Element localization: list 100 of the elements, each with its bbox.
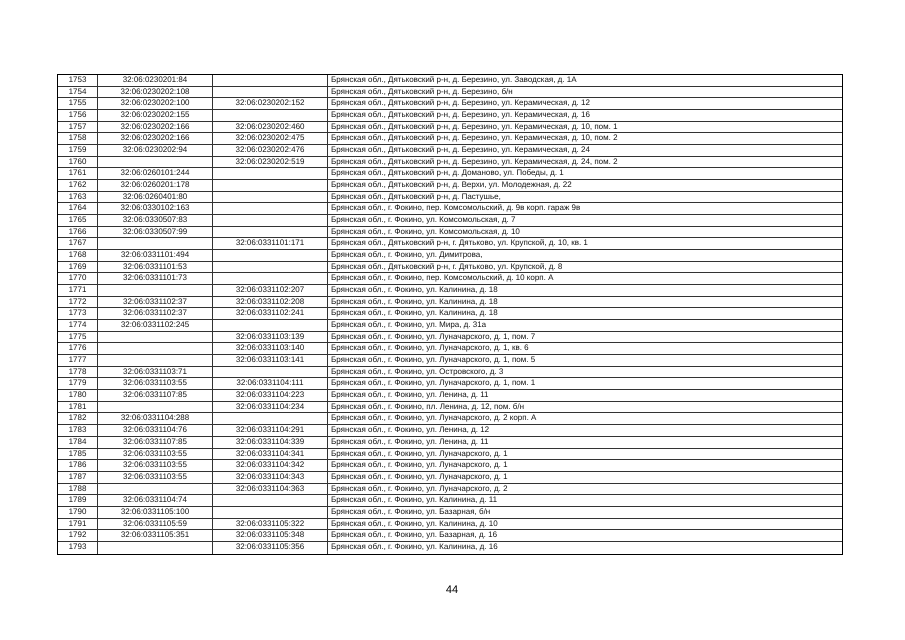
table-cell-text: Брянская обл., г. Фокино, ул. Калинина, д. 18 [330,285,499,296]
table-cell: 32:06:0331104:342 [213,460,328,471]
table-cell-text: Брянская обл., Дятьковский р-н, д. Березино, ул. Заводская, д. 1А [330,75,578,86]
table-cell: 32:06:0331103:141 [213,355,328,366]
table-cell-text: Брянская обл., Дятьковский р-н, д. Березино, ул. Керамическая, д. 10, пом. 2 [330,133,619,144]
table-cell: 32:06:0260401:80 [98,192,213,202]
table-cell-text: Брянская обл., Дятьковский р-н, д. Березино, б/н [330,86,514,98]
table-cell: 32:06:0230202:152 [213,98,328,110]
table-cell: 32:06:0331102:37 [98,296,213,308]
table-cell: 1784 [58,436,98,448]
table-cell: 32:06:0230201:84 [98,75,213,86]
table-cell-text: Брянская обл., г. Фокино, ул. Луначарского, д. 2 [330,484,509,494]
table-cell: 32:06:0230202:155 [98,110,213,121]
table-cell: 32:06:0260201:178 [98,180,213,191]
table-cell-text: Брянская обл., Дятьковский р-н, г. Дятьково, ул. Крупской, д. 8 [330,262,564,272]
table-cell: 1753 [58,75,98,86]
table-cell: 32:06:0330102:163 [98,203,213,214]
table-cell: 32:06:0230202:519 [213,156,328,168]
table-cell: 32:06:0331104:76 [98,425,213,436]
table-cell: 1783 [58,425,98,436]
table-cell: 32:06:0230202:475 [213,133,328,144]
table-cell: 1773 [58,308,98,320]
table-cell-text: Брянская обл., г. Фокино, ул. Калинина, д. 10 [330,518,499,530]
table-cell-text: Брянская обл., г. Фокино, ул. Базарная, б/н [330,506,492,518]
table-cell: 32:06:0331104:363 [213,484,328,494]
table-cell-text: Брянская обл., г. Фокино, ул. Ленина, д. 12 [330,425,490,436]
table-cell: 32:06:0331104:234 [213,402,328,412]
table-cell: 32:06:0331102:245 [98,320,213,331]
table-cell-text: Брянская обл., г. Фокино, ул. Луначарского, д. 1 [330,448,509,460]
table-cell-text: Брянская обл., г. Фокино, ул. Луначарского, д. 1, пом. 7 [330,332,536,342]
table-cell: 32:06:0331105:59 [98,518,213,530]
table-cell: 1771 [58,285,98,296]
table-cell: 32:06:0230202:100 [98,98,213,110]
table-cell: 1764 [58,203,98,214]
table-cell: 1758 [58,133,98,144]
table-cell: 1782 [58,413,98,424]
table-cell: 32:06:0331105:356 [213,542,328,554]
table-cell: 32:06:0331102:37 [98,308,213,320]
table-cell-text: Брянская обл., г. Фокино, ул. Луначарского, д. 1 [330,472,509,483]
table-cell: 32:06:0230202:94 [98,145,213,156]
table-cell: 32:06:0331104:223 [213,390,328,401]
table-cell-text: Брянская обл., Дятьковский р-н, д. Березино, ул. Керамическая, д. 24 [330,145,591,156]
table-cell: 1768 [58,250,98,261]
table-cell: 32:06:0331103:55 [98,378,213,390]
table-cell: 1776 [58,343,98,354]
table-cell: 32:06:0331105:351 [98,530,213,541]
table-cell: 32:06:0331107:85 [98,390,213,401]
table-cell: 32:06:0230202:166 [98,122,213,132]
table-cell: 32:06:0331104:339 [213,436,328,448]
table-cell-text: Брянская обл., г. Фокино, ул. Комсомольская, д. 10 [330,226,521,238]
table-cell: 32:06:0330507:83 [98,215,213,226]
table-cell: 32:06:0331103:139 [213,332,328,342]
table-cell: 32:06:0331104:74 [98,495,213,506]
table-cell-text: Брянская обл., Дятьковский р-н, д. Пастушье, [330,192,502,202]
table-cell: 32:06:0331103:55 [98,460,213,471]
table-cell-text: Брянская обл., г. Фокино, ул. Комсомольская, д. 7 [330,215,516,226]
table-cell: 32:06:0331103:55 [98,448,213,460]
table-cell-text: Брянская обл., г. Фокино, пер. Комсомольский, д. 10 корп. А [330,273,554,284]
table-cell: 1770 [58,273,98,284]
table-cell: 1757 [58,122,98,132]
table-cell-text: Брянская обл., г. Фокино, ул. Луначарского, д. 1, кв. 6 [330,343,530,354]
table-cell: 32:06:0230202:166 [98,133,213,144]
table-cell: 32:06:0331107:85 [98,436,213,448]
table-cell-text: Брянская обл., г. Фокино, ул. Луначарского, д. 2 корп. А [330,413,538,424]
table-cell-text: Брянская обл., г. Фокино, ул. Луначарского, д. 1, пом. 5 [330,355,536,366]
table-cell-text: Брянская обл., г. Фокино, ул. Калинина, д. 18 [330,296,499,308]
table-cell: 32:06:0331101:73 [98,273,213,284]
table-cell: 1754 [58,86,98,98]
table-cell: 1755 [58,98,98,110]
table-cell: 32:06:0331104:288 [98,413,213,424]
table-cell: 1769 [58,262,98,272]
table-cell: 32:06:0230202:460 [213,122,328,132]
table-cell: 32:06:0331101:171 [213,238,328,250]
table-cell-text: Брянская обл., Дятьковский р-н, д. Березино, ул. Керамическая, д. 10, пом. 1 [330,122,619,132]
table-cell: 32:06:0331101:53 [98,262,213,272]
table-cell-text: Брянская обл., Дятьковский р-н, г. Дятьково, ул. Крупской, д. 10, кв. 1 [330,238,589,250]
table-cell: 1786 [58,460,98,471]
table-cell-text: Брянская обл., г. Фокино, ул. Калинина, д. 18 [330,308,499,320]
table-cell-text: Брянская обл., Дятьковский р-н, д. Березино, ул. Керамическая, д. 16 [330,110,591,121]
table-cell: 32:06:0331105:100 [98,506,213,518]
table-cell: 32:06:0331103:55 [98,472,213,483]
table-cell: 32:06:0331103:71 [98,366,213,378]
table-cell-text: Брянская обл., г. Фокино, ул. Калинина, д. 11 [330,495,498,506]
table-cell-text: Брянская обл., Дятьковский р-н, д. Березино, ул. Керамическая, д. 24, пом. 2 [330,156,619,168]
table-cell: 32:06:0260101:244 [98,168,213,180]
table-cell: 32:06:0331102:208 [213,296,328,308]
table-cell: 1778 [58,366,98,378]
table-cell: 1789 [58,495,98,506]
table-cell: 1756 [58,110,98,121]
table-cell: 1785 [58,448,98,460]
table-cell: 1793 [58,542,98,554]
table-cell-text: Брянская обл., г. Фокино, ул. Луначарского, д. 1 [330,460,509,471]
table-cell: 1779 [58,378,98,390]
table-cell: 1772 [58,296,98,308]
table-cell: 1761 [58,168,98,180]
table-cell: 32:06:0230202:108 [98,86,213,98]
table-cell-text: Брянская обл., г. Фокино, ул. Мира, д. 31а [330,320,488,331]
table-cell: 1792 [58,530,98,541]
table-cell: 1774 [58,320,98,331]
table-cell-text: Брянская обл., г. Фокино, ул. Ленина, д. 11 [330,390,490,401]
